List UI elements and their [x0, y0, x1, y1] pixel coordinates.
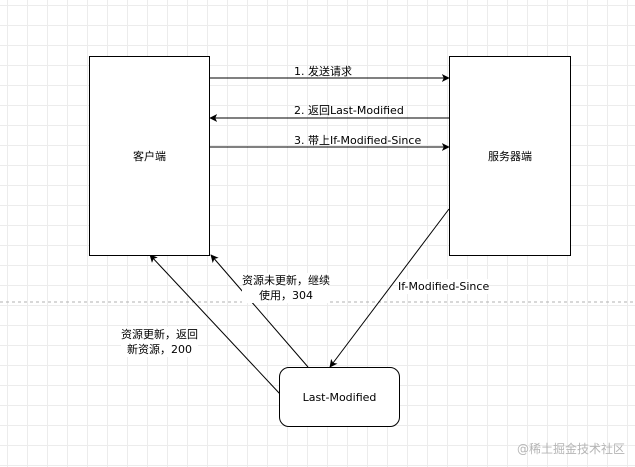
label-updated-line2: 新资源，200 — [127, 343, 192, 356]
arrow-not-updated — [210, 254, 309, 368]
last-modified-label: Last-Modified — [302, 390, 377, 404]
watermark: @稀土掘金技术社区 — [516, 442, 625, 456]
arrow-server-to-check — [329, 208, 450, 368]
label-updated: 资源更新，返回 新资源，200 — [121, 327, 198, 357]
client-label: 客户端 — [133, 150, 166, 163]
client-box: 客户端 — [89, 56, 210, 256]
last-modified-box: Last-Modified — [279, 367, 400, 427]
label-not-updated-line1: 资源未更新，继续 — [242, 274, 330, 287]
label-updated-line1: 资源更新，返回 — [121, 328, 198, 341]
server-label: 服务器端 — [488, 150, 532, 163]
label-not-updated-line2: 使用，304 — [259, 289, 313, 302]
server-box: 服务器端 — [449, 56, 571, 256]
label-not-updated: 资源未更新，继续 使用，304 — [242, 273, 330, 303]
label-send-request: 1. 发送请求 — [294, 65, 352, 78]
label-return-last-modified: 2. 返回Last-Modified — [294, 104, 404, 117]
arrow-updated — [149, 254, 281, 395]
label-server-to-check: If-Modified-Since — [398, 279, 490, 294]
label-with-if-modified-since: 3. 带上If-Modified-Since — [294, 134, 422, 147]
